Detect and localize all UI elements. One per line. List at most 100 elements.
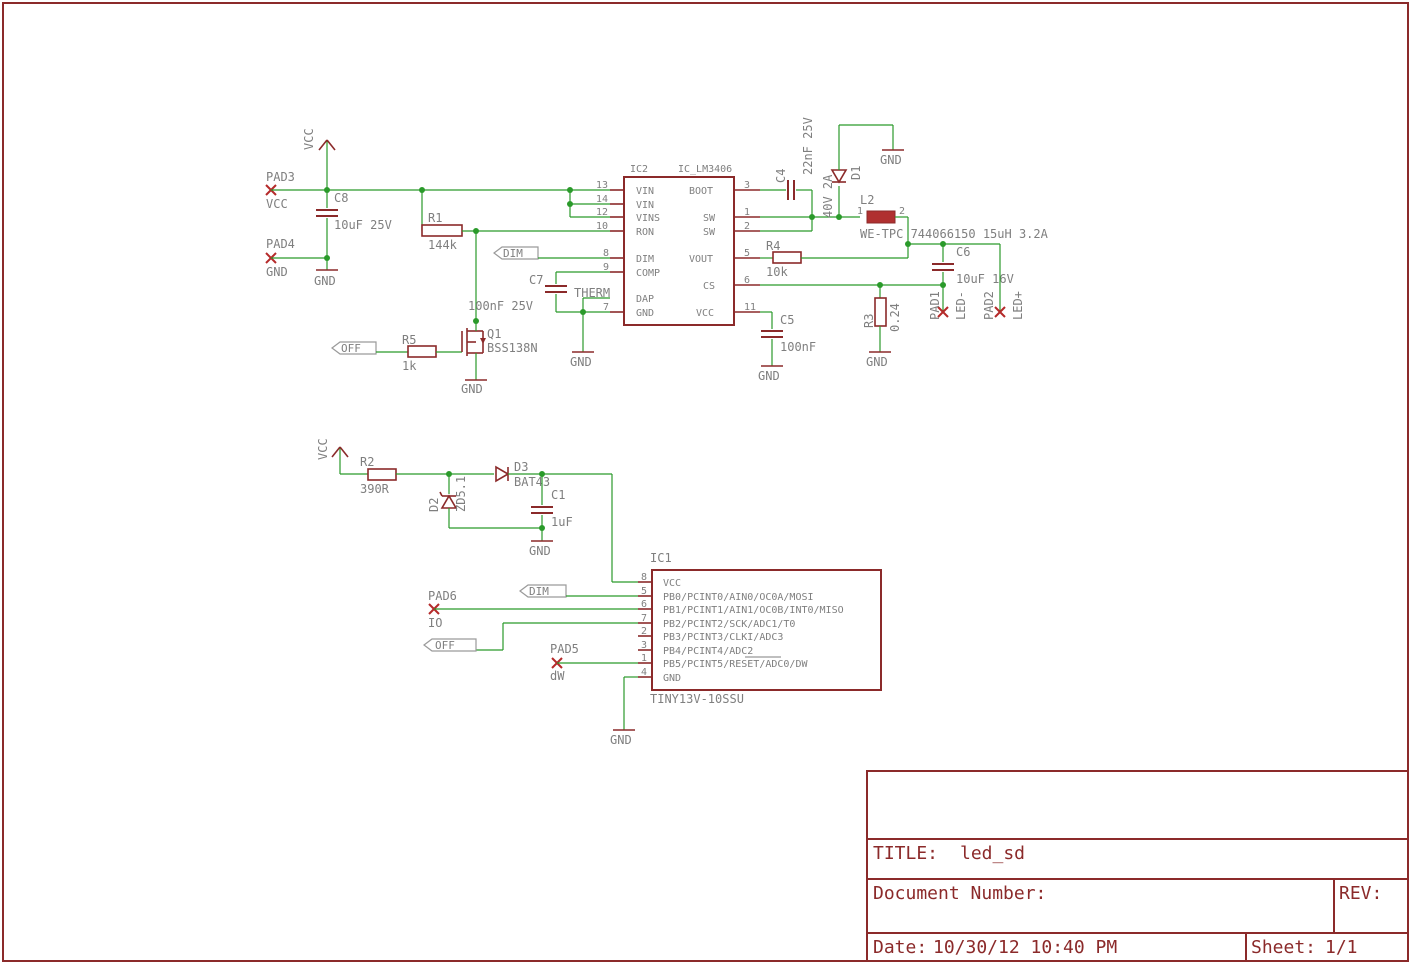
vcc-label: VCC: [302, 128, 316, 150]
pad3-net: VCC: [266, 197, 288, 211]
ic1-pin-pb5: PB5/PCINT5/RESET/ADC0/DW: [663, 659, 808, 670]
ic2-name: IC2: [630, 164, 648, 175]
d2-name: D2: [427, 498, 441, 512]
dim-net-flag-bottom[interactable]: DIM: [519, 584, 567, 598]
date-value: 10/30/12 10:40 PM: [933, 937, 1117, 958]
resistor-r2[interactable]: R2 390R: [360, 455, 397, 496]
ic2-pinnum-10: 10: [596, 221, 608, 232]
pad6[interactable]: PAD6 IO: [428, 589, 457, 630]
capacitor-c5[interactable]: C5 100nF: [761, 313, 816, 354]
q1-name: Q1: [487, 327, 501, 341]
pad2-name: PAD2: [982, 291, 996, 320]
ic2-pin-vin-b: VIN: [636, 200, 654, 211]
sheet-value: 1/1: [1325, 937, 1358, 958]
ic2-pin-vcc: VCC: [696, 308, 714, 319]
ic1-attiny13[interactable]: IC1 TINY13V-10SSU VCC PB0/PCINT0/AIN0/OC…: [638, 551, 882, 706]
capacitor-c6[interactable]: C6 10uF 16V: [932, 245, 1014, 286]
ic1-pinnum-3: 3: [641, 640, 647, 651]
pad6-net: IO: [428, 616, 442, 630]
ic1-pinnum-6: 6: [641, 599, 647, 610]
capacitor-c1[interactable]: C1 1uF: [531, 488, 573, 529]
dim-flag-label-bottom: DIM: [529, 585, 549, 598]
ic2-lm3406[interactable]: IC2 IC_LM3406 VIN VIN VINS RON DIM COMP …: [596, 164, 760, 326]
pad5-net: dW: [550, 669, 565, 683]
l2-pin1: 1: [857, 206, 863, 217]
ic2-pinnum-11: 11: [744, 302, 756, 313]
ic2-pin-gnd: GND: [636, 308, 654, 319]
d3-value: BAT43: [514, 475, 550, 489]
capacitor-c4[interactable]: C4 22nF 25V: [774, 117, 815, 200]
off-net-flag-top[interactable]: OFF: [331, 341, 377, 355]
resistor-r1[interactable]: R1 144k: [421, 211, 463, 252]
gnd-label-q1: GND: [461, 382, 483, 396]
c7-name: C7: [529, 273, 543, 287]
q1-value: BSS138N: [487, 341, 538, 355]
ic1-pinnum-5: 5: [641, 586, 647, 597]
off-net-flag-bottom[interactable]: OFF: [423, 638, 477, 652]
pad4-net: GND: [266, 265, 288, 279]
c6-value: 10uF 16V: [956, 272, 1014, 286]
c8-name: C8: [334, 191, 348, 205]
dim-flag-label: DIM: [503, 247, 523, 260]
mosfet-q1[interactable]: Q1 BSS138N: [461, 327, 538, 356]
c4-name: C4: [774, 169, 788, 183]
c6-name: C6: [956, 245, 970, 259]
pad1[interactable]: PAD1 LED-: [928, 291, 968, 320]
resistor-r3[interactable]: R3 0.24: [862, 297, 902, 332]
resistor-r5[interactable]: R5 1k: [402, 333, 437, 373]
c5-value: 100nF: [780, 340, 816, 354]
pad4-name: PAD4: [266, 237, 295, 251]
dim-net-flag-top[interactable]: DIM: [493, 246, 610, 260]
ic2-pinnum-3: 3: [744, 180, 750, 191]
off-flag-label: OFF: [341, 342, 361, 355]
ic2-pinnum-9: 9: [603, 262, 609, 273]
ic2-pinnum-8: 8: [603, 248, 609, 259]
ic1-pinnum-4: 4: [641, 667, 647, 678]
ic2-pin-vout: VOUT: [689, 254, 713, 265]
diode-d3[interactable]: D3 BAT43: [495, 460, 550, 489]
ic2-pinnum-13: 13: [596, 180, 608, 191]
r3-name: R3: [862, 314, 876, 328]
pad1-name: PAD1: [928, 291, 942, 320]
pad6-name: PAD6: [428, 589, 457, 603]
vcc-supply-bottom: VCC: [316, 438, 349, 474]
ic1-pinnum-8: 8: [641, 572, 647, 583]
pad3[interactable]: PAD3 VCC: [265, 170, 295, 211]
ic1-pinnum-2: 2: [641, 626, 647, 637]
r2-value: 390R: [360, 482, 390, 496]
capacitor-c8[interactable]: C8 10uF 25V GND: [314, 190, 392, 288]
c5-name: C5: [780, 313, 794, 327]
d3-name: D3: [514, 460, 528, 474]
sheet-label: Sheet:: [1251, 937, 1316, 958]
revision-label: REV:: [1339, 883, 1382, 904]
gnd-label-ic1: GND: [610, 733, 632, 747]
ic2-pinnum-12: 12: [596, 207, 608, 218]
pad5-name: PAD5: [550, 642, 579, 656]
pad4[interactable]: PAD4 GND: [265, 237, 295, 279]
ic2-pin-ron: RON: [636, 227, 654, 238]
r4-name: R4: [766, 239, 780, 253]
gnd-label-d1: GND: [880, 153, 902, 167]
zener-diode-d2[interactable]: D2 ZD5.1: [427, 476, 468, 512]
date-label: Date:: [873, 937, 927, 958]
ic1-pin-gnd: GND: [663, 673, 681, 684]
ic2-pinnum-6: 6: [744, 275, 750, 286]
inductor-l2[interactable]: L2 1 2 WE-TPC 744066150 15uH 3.2A: [857, 193, 1049, 241]
diode-d1[interactable]: D1 40V 2A: [821, 166, 863, 218]
ic2-pin-cs: CS: [703, 281, 715, 292]
vcc-supply-top: VCC: [302, 128, 336, 190]
title-block: TITLE: led_sd Document Number: REV: Date…: [866, 770, 1409, 962]
title-value: led_sd: [960, 843, 1025, 864]
ic2-pin-sw-b: SW: [703, 227, 716, 238]
ic1-pin-vcc: VCC: [663, 578, 681, 589]
ic1-pin-pb3: PB3/PCINT3/CLKI/ADC3: [663, 632, 783, 643]
c8-value: 10uF 25V: [334, 218, 392, 232]
document-number-label: Document Number:: [873, 883, 1046, 904]
capacitor-c7[interactable]: C7 100nF 25V: [468, 273, 567, 313]
ic2-pin-dim: DIM: [636, 254, 654, 265]
pad2[interactable]: PAD2 LED+: [982, 291, 1025, 320]
gnd-label-c5: GND: [758, 369, 780, 383]
resistor-r4[interactable]: R4 10k: [766, 239, 802, 279]
ic1-pinnum-7: 7: [641, 613, 647, 624]
ic2-pinnum-2: 2: [744, 221, 750, 232]
